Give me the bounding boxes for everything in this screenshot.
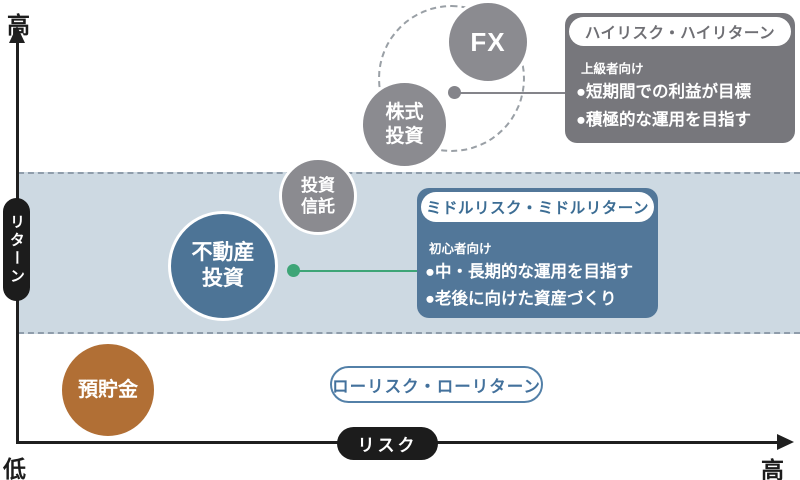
bubble-savings: 預貯金 [59,341,157,439]
high-zone-connector-line [455,92,567,94]
high-zone-connector-dot [448,86,461,99]
y-axis-title-pill: リターン [3,198,30,301]
middle-risk-title-pill: ミドルリスク・ミドルリターン [421,192,654,222]
bubble-stock-investment: 株式 投資 [360,80,449,169]
y-axis-title: リターン [8,213,25,286]
middle-zone-connector-dot [287,264,300,277]
x-axis-high-label: 高 [761,457,784,480]
x-axis-title: リスク [357,436,418,455]
high-risk-audience: 上級者向け [581,62,644,76]
middle-risk-bullet-1: ●中・長期的な運用を目指す [425,263,633,281]
high-risk-box: ハイリスク・ハイリターン 上級者向け ●短期間での利益が目標 ●積極的な運用を目… [565,13,795,143]
high-risk-group-circle [378,5,525,152]
high-risk-title-pill: ハイリスク・ハイリターン [569,17,791,46]
middle-zone-connector-line [293,270,419,272]
y-axis-arrow-up-icon [9,26,25,43]
middle-risk-box: ミドルリスク・ミドルリターン 初心者向け ●中・長期的な運用を目指す ●老後に向… [417,188,658,318]
x-axis-title-pill: リスク [337,427,438,460]
low-risk-title-pill: ローリスク・ローリターン [330,366,543,403]
high-risk-bullet-2: ●積極的な運用を目指す [576,111,751,129]
bubble-fx: FX [446,0,530,84]
middle-risk-audience: 初心者向け [429,242,492,256]
middle-risk-band [18,172,800,334]
y-axis-high-label: 高 [7,12,30,38]
middle-risk-bullet-2: ●老後に向けた資産づくり [425,290,617,308]
high-risk-bullet-1: ●短期間での利益が目標 [576,83,751,101]
bubble-investment-trust: 投資 信託 [279,157,357,235]
y-axis-low-label: 低 [3,456,26,480]
x-axis-arrow-right-icon [777,434,794,450]
bubble-real-estate-investment: 不動産 投資 [168,211,278,321]
